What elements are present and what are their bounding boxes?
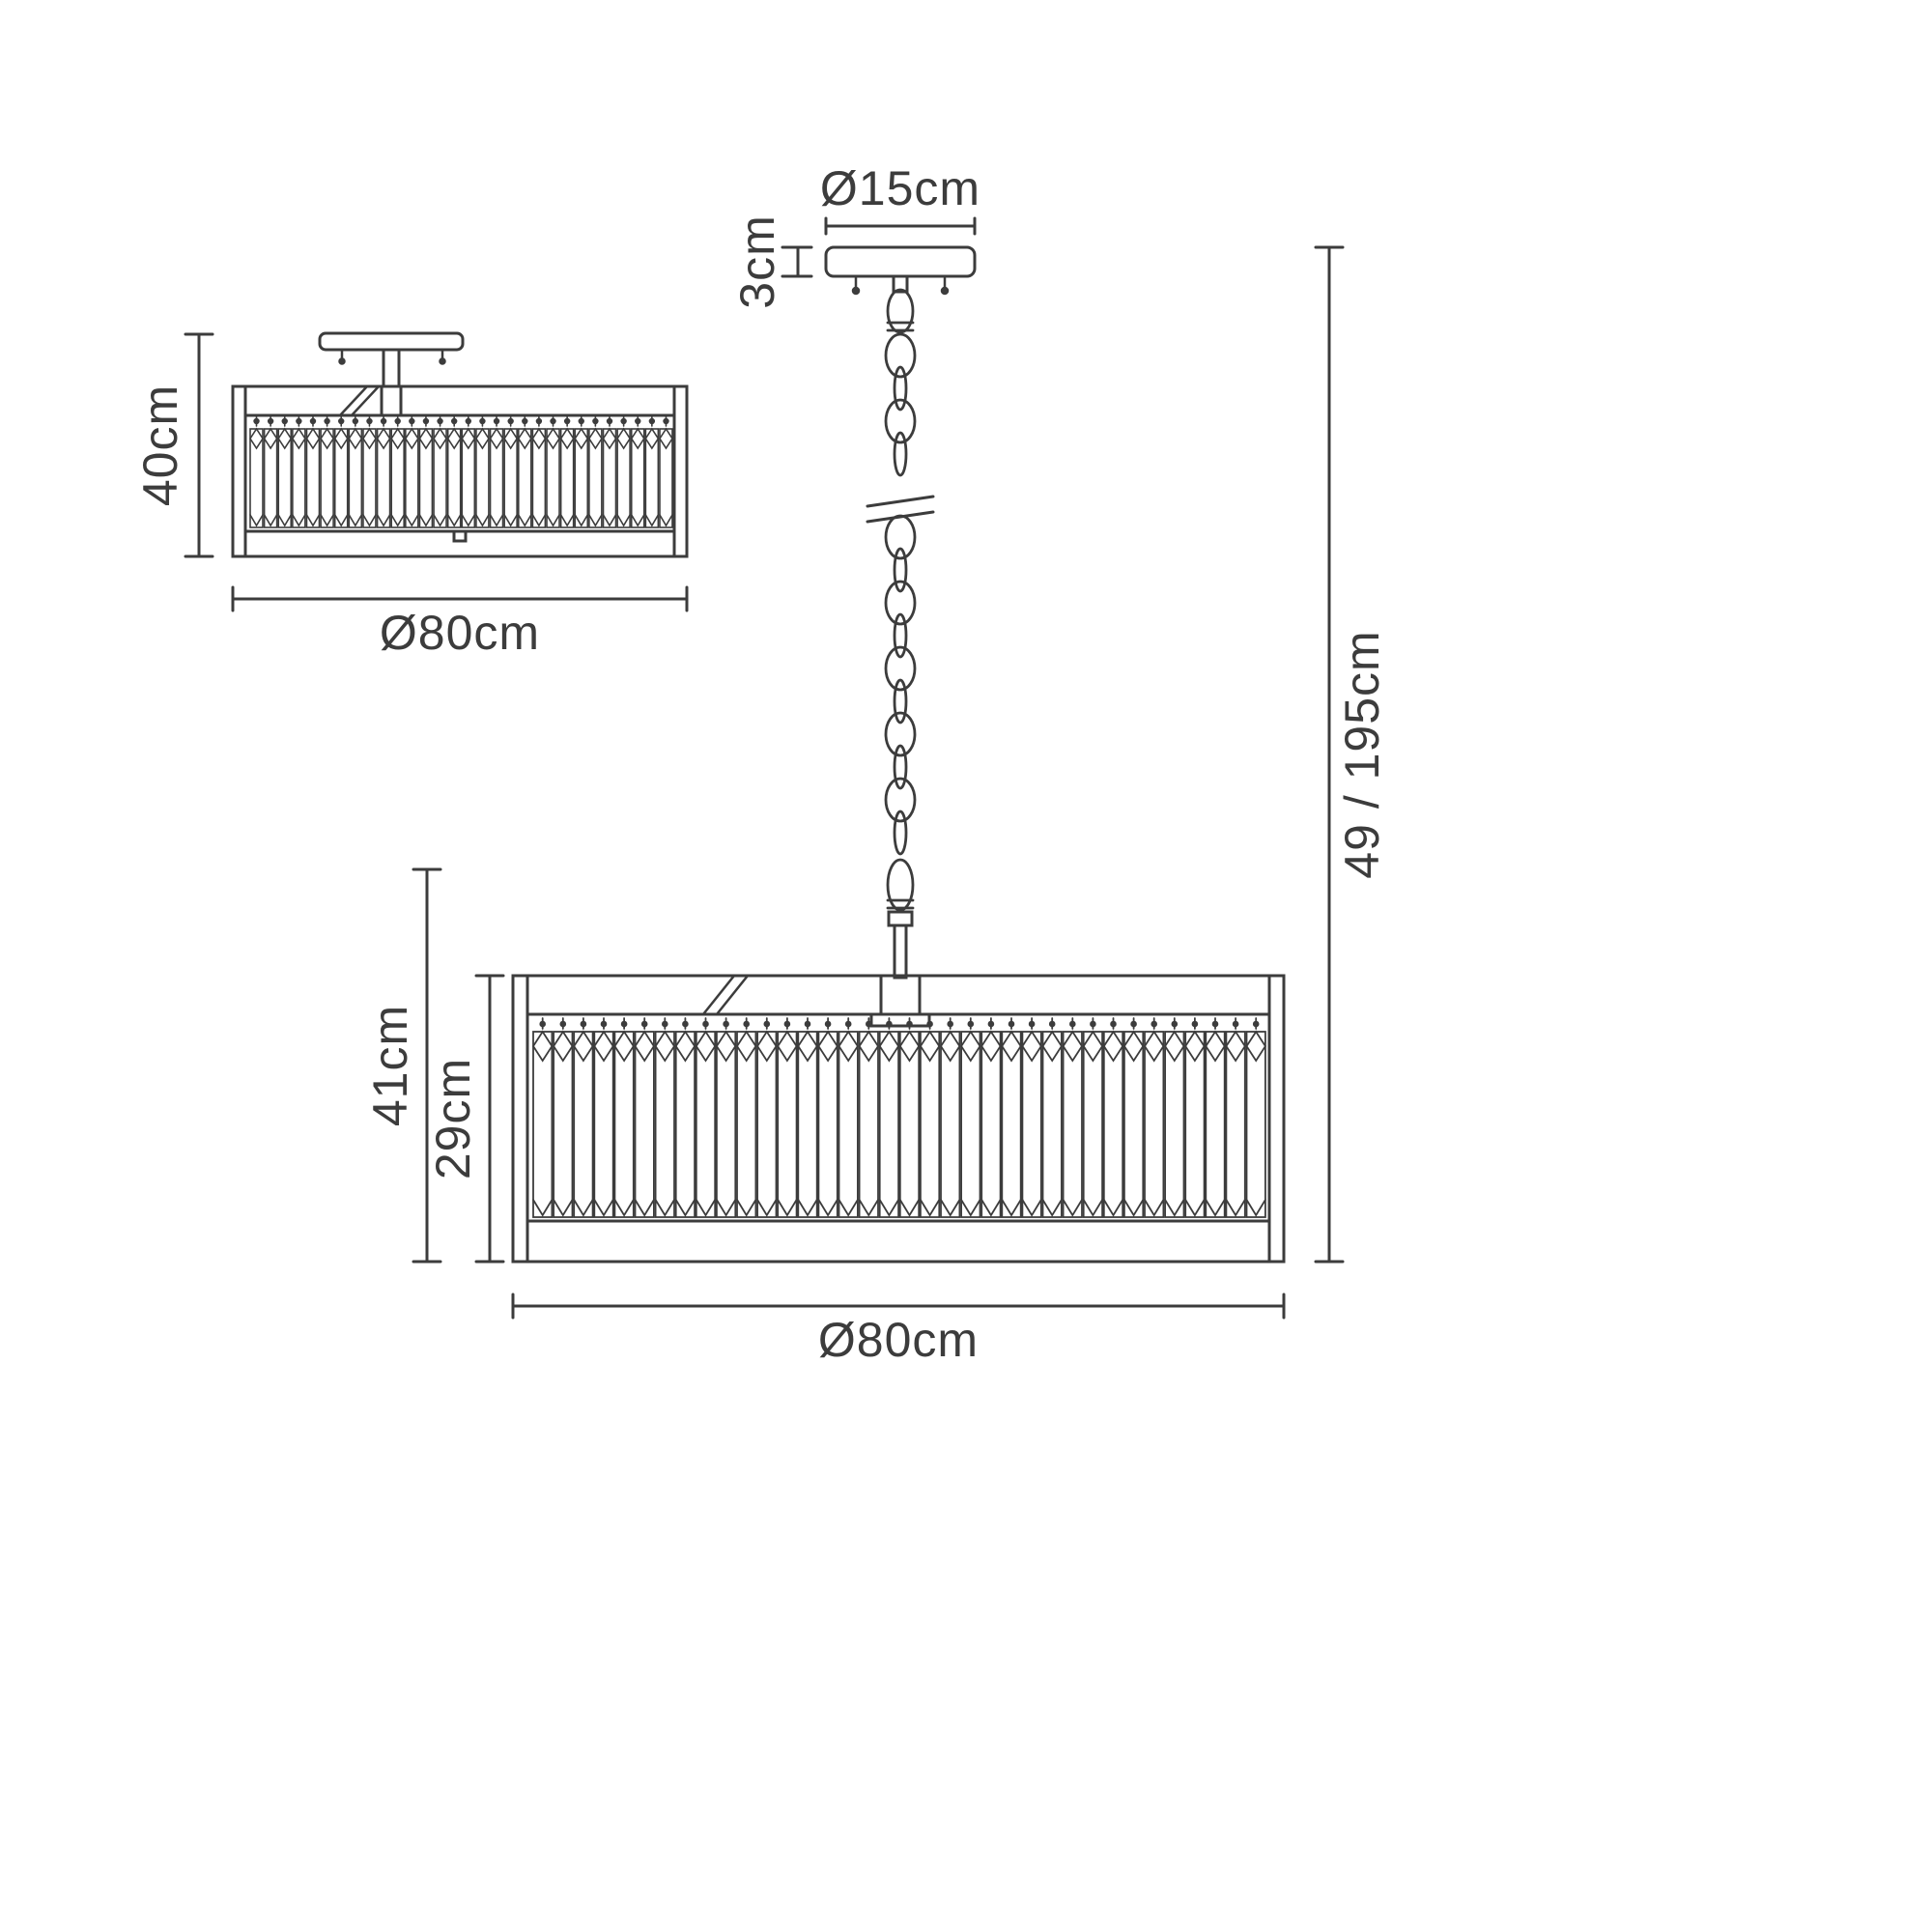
pendant-stem-rod — [893, 923, 908, 980]
semi-flush-shade-outline — [231, 384, 689, 558]
semi-flush-center-block — [380, 384, 403, 417]
semi-flush-bottom-tab — [452, 529, 468, 543]
pendant-rail-joint-slash — [701, 974, 750, 1016]
shade-width-label: Ø80cm — [818, 1313, 979, 1367]
dim-drop-height — [412, 867, 442, 1264]
dim-40cm — [184, 332, 214, 558]
semi-flush-width-label: Ø80cm — [380, 606, 540, 660]
pendant-view — [511, 245, 1286, 1264]
dim-canopy-height — [781, 245, 813, 278]
chain-top-carabiner — [886, 288, 915, 334]
dim-80cm-small — [231, 585, 689, 612]
pendant-crystal-prisms — [531, 1017, 1266, 1218]
semi-flush-canopy-screws — [338, 348, 446, 365]
semi-flush-rail-joint-slash — [338, 384, 381, 417]
drop-height-label: 41cm — [363, 1005, 417, 1126]
semi-flush-view — [231, 331, 689, 558]
dim-shade-height — [474, 974, 505, 1264]
chain-break-symbol — [866, 495, 935, 524]
canopy-height-label: 3cm — [730, 214, 784, 308]
chain — [884, 332, 917, 856]
semi-flush-dimensions — [184, 332, 689, 612]
semi-flush-stem — [382, 348, 401, 388]
pendant-canopy-screws — [851, 276, 950, 296]
pendant-center-block — [879, 974, 922, 1016]
chain-top-connector — [892, 274, 909, 294]
shade-height-label: 29cm — [426, 1058, 480, 1179]
chain-bottom-carabiner — [886, 858, 915, 912]
pendant-dimensions — [412, 216, 1345, 1320]
semi-flush-canopy — [318, 331, 465, 352]
dim-overall-height — [1314, 245, 1345, 1264]
dim-canopy-diameter — [824, 216, 977, 236]
pendant-canopy — [824, 245, 977, 278]
overall-height-label: 49 / 195cm — [1335, 630, 1389, 878]
pendant-center-hub — [869, 1012, 931, 1028]
semi-flush-crystal-prisms — [249, 414, 673, 528]
stem-collar — [887, 910, 914, 927]
semi-flush-height-label: 40cm — [133, 384, 187, 506]
dim-shade-width — [511, 1293, 1286, 1320]
canopy-diameter-label: Ø15cm — [820, 161, 980, 215]
